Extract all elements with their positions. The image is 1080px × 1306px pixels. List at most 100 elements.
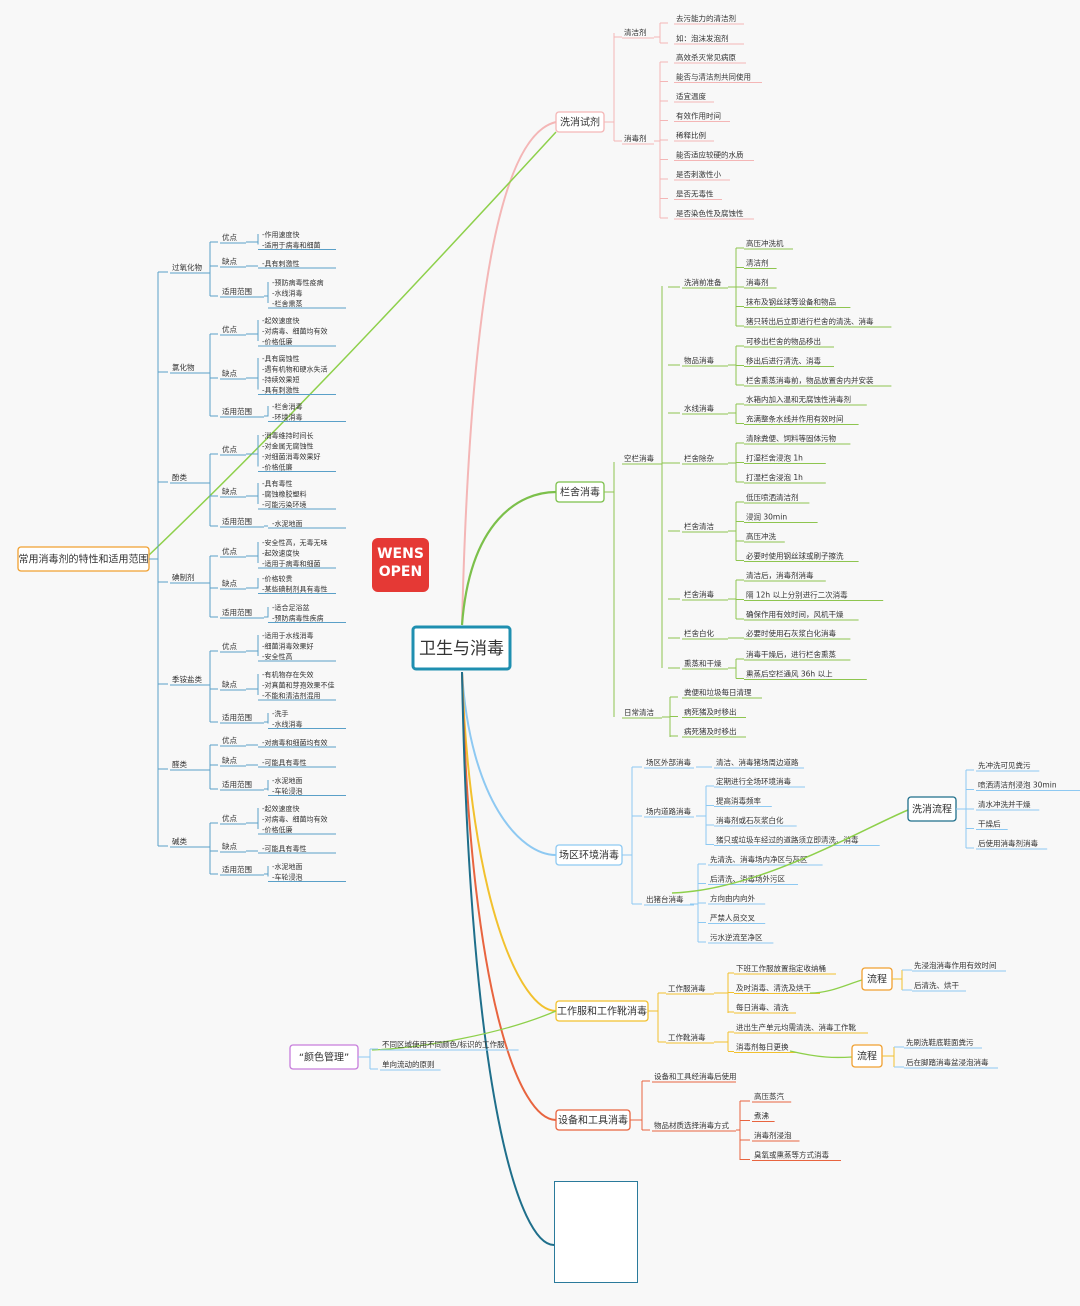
env-flow-node-label: 洗消流程	[912, 803, 952, 816]
barn-item: 清洁剂	[746, 258, 769, 268]
barn-group: 栏舍除杂	[684, 453, 714, 463]
barn-item: 移出后进行清洗、消毒	[746, 356, 821, 366]
barn-item: 确保作用有效时间，风机干燥	[746, 609, 844, 619]
barn-group: 栏舍消毒	[684, 589, 714, 599]
flow1-item: 先浸泡消毒作用有效时间	[914, 960, 997, 970]
disinf-group: 缺点	[222, 841, 237, 851]
disinf-item: -栏舍熏蒸	[272, 299, 303, 308]
disinf-item: -对真菌和芽孢效果不佳	[262, 681, 335, 690]
disinf-group: 适用范围	[222, 607, 252, 617]
equip-method-item: 臭氧或熏蒸等方式消毒	[754, 1150, 829, 1160]
disinf-item: -车轮浸泡	[272, 873, 303, 882]
barn-group: 洗消前准备	[684, 277, 722, 287]
washing-group-cleaner: 清洁剂	[624, 27, 647, 37]
equip-node-label: 设备和工具消毒	[558, 1114, 628, 1127]
logo-line1: WENS	[377, 546, 424, 562]
barn-item: 高压冲洗机	[746, 238, 784, 248]
disinfectant-item: 是否无毒性	[676, 189, 714, 199]
disinf-category: 氯化物	[172, 362, 195, 372]
env-item: 猪只或垃圾车经过的道路须立即清洗、消毒	[716, 835, 859, 845]
disinf-group: 适用范围	[222, 516, 252, 526]
disinf-item: -水泥地面	[272, 776, 303, 785]
equip-method-item: 高压蒸汽	[754, 1091, 784, 1101]
equip-item: 设备和工具经消毒后使用	[654, 1071, 737, 1081]
disinf-item: -起效速度快	[262, 804, 300, 813]
clothes-item: 每日消毒、清洗	[736, 1002, 789, 1012]
barn-item: 低压喷洒清洁剂	[746, 492, 799, 502]
env-node-label: 场区环境消毒	[559, 849, 619, 862]
uniform-boots: 工作靴消毒	[668, 1032, 706, 1042]
disinf-item: -具有刺激性	[262, 386, 300, 395]
logo-line2: OPEN	[378, 564, 423, 580]
barn-node-label: 栏舍消毒	[560, 486, 600, 499]
boots-item: 消毒剂每日更换	[736, 1042, 789, 1052]
barn-item: 清洁后，消毒剂消毒	[746, 570, 814, 580]
barn-group: 物品消毒	[684, 355, 714, 365]
barn-item: 可移出栏舍的物品移出	[746, 336, 821, 346]
env-item: 消毒剂或石灰浆白化	[716, 815, 784, 825]
disinf-item: -适合足浴盆	[272, 603, 310, 612]
disinf-item: -水泥地面	[272, 862, 303, 871]
disinf-item: -某些碘制剂具有毒性	[262, 585, 328, 594]
disinf-item: -持续效果短	[262, 375, 300, 384]
disinf-item: -价格低廉	[262, 463, 293, 472]
disinf-group: 优点	[222, 641, 237, 651]
barn-item: 消毒剂	[746, 277, 769, 287]
env-group: 出猪台消毒	[646, 894, 684, 904]
barn-item: 消毒干燥后，进行栏舍熏蒸	[746, 649, 836, 659]
disinf-item: -水泥地面	[272, 519, 303, 528]
env-item: 提高消毒频率	[716, 796, 761, 806]
disinf-item: -对金属无腐蚀性	[262, 442, 314, 451]
cleaner-item: 去污能力的清洁剂	[676, 13, 736, 23]
disinf-item: -预防病毒性疾病	[272, 614, 324, 623]
disinf-item: -适用于水线消毒	[262, 631, 314, 640]
disinf-item: -起效速度快	[262, 316, 300, 325]
disinf-item: -不能和清洁剂混用	[262, 691, 321, 700]
disinf-group: 优点	[222, 232, 237, 242]
disinf-category: 酚类	[172, 472, 187, 482]
disinf-item: -腐蚀橡胶塑料	[262, 490, 307, 499]
clothes-flow-link	[809, 979, 863, 994]
qr-code-card	[554, 1181, 638, 1283]
disinf-group: 适用范围	[222, 864, 252, 874]
disinf-group: 缺点	[222, 368, 237, 378]
daily-item: 粪便和垃圾每日清理	[684, 687, 752, 697]
disinf-group: 缺点	[222, 679, 237, 689]
disinf-group: 缺点	[222, 256, 237, 266]
left-title-link	[147, 131, 557, 557]
color-mgmt-item: 单向流动的原则	[382, 1059, 435, 1069]
barn-item: 打湿栏舍浸泡 1h	[746, 472, 803, 482]
disinf-item: -具有毒性	[262, 479, 293, 488]
env-flow-item: 先冲洗可见粪污	[978, 760, 1031, 770]
barn-item: 抹布及钢丝球等设备和物品	[746, 297, 836, 307]
barn-item: 猪只转出后立即进行栏舍的清洗、消毒	[746, 316, 874, 326]
flow2-item: 先刷洗鞋底鞋面粪污	[906, 1037, 974, 1047]
left-title-node-label: 常用消毒剂的特性和适用范围	[19, 553, 149, 566]
barn-item: 水箱内加入温和无腐蚀性消毒剂	[746, 394, 851, 404]
branch-washing	[461, 121, 557, 626]
color-mgmt-item: 不同区域使用不同颜色/标识的工作服	[382, 1039, 505, 1049]
disinf-group: 适用范围	[222, 406, 252, 416]
wens-open-logo: WENS OPEN	[372, 538, 429, 592]
branch-uniform	[461, 671, 557, 1012]
barn-group: 栏舍白化	[684, 628, 714, 638]
disinf-item: -价格较贵	[262, 574, 293, 583]
disinf-group: 优点	[222, 813, 237, 823]
disinf-item: -对病毒和细菌均有效	[262, 738, 328, 747]
barn-item: 浸润 30min	[746, 512, 787, 522]
flow2-item: 后在脚踏消毒盆浸泡消毒	[906, 1057, 989, 1067]
disinf-group: 适用范围	[222, 779, 252, 789]
env-flow-item: 后使用消毒剂消毒	[978, 838, 1038, 848]
clothes-item: 下班工作服放置指定收纳桶	[736, 963, 826, 973]
barn-item: 打湿栏舍浸泡 1h	[746, 453, 803, 463]
branch-env	[461, 671, 557, 856]
disinfectant-item: 适宜温度	[676, 91, 706, 101]
disinfectant-item: 稀释比例	[676, 130, 706, 140]
barn-item: 隔 12h 以上分别进行二次消毒	[746, 590, 848, 600]
boots-flow-link	[789, 1050, 853, 1059]
uniform-node-label: 工作服和工作靴消毒	[557, 1005, 647, 1018]
disinf-item: -水线消毒	[272, 720, 303, 729]
washing-node-label: 洗消试剂	[560, 116, 600, 129]
env-item: 方向由内向外	[710, 893, 755, 903]
